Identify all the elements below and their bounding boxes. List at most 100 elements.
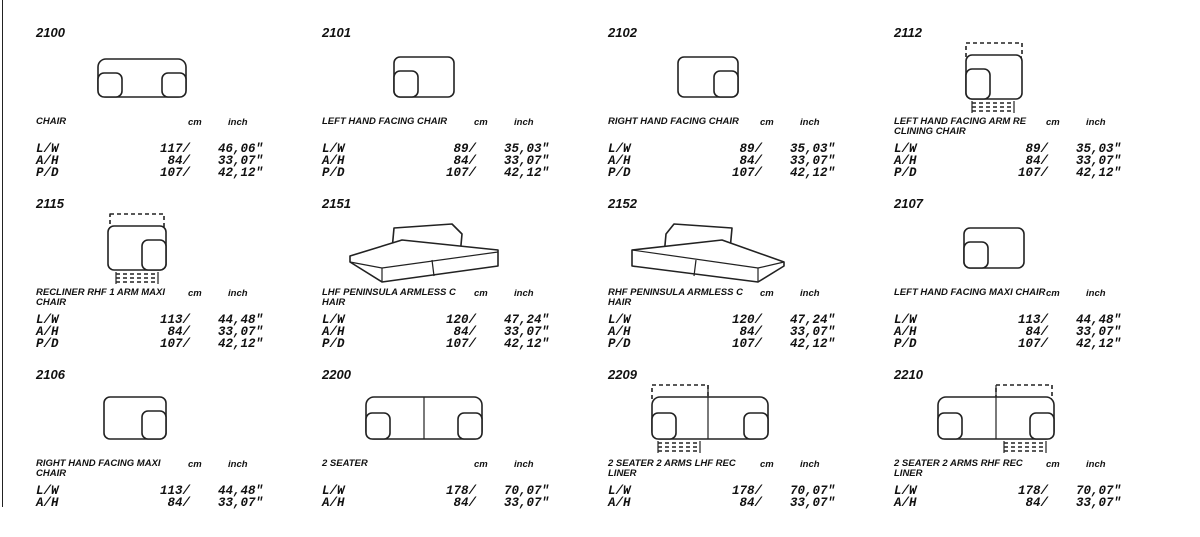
dimension-cm: 84/ — [739, 496, 762, 510]
dimension-inch: 42,12" — [504, 337, 550, 351]
dimension-label: L/W — [322, 484, 345, 498]
product-2209: 2209 2 SEATER 2 ARMS LHF REC LINER cm in… — [608, 367, 894, 537]
unit-cm: cm — [760, 288, 774, 299]
dimension-inch: 42,12" — [218, 166, 264, 180]
dimension-cm: 178/ — [731, 484, 762, 498]
dimension-cm: 120/ — [445, 313, 476, 327]
dimension-cm: 178/ — [1017, 484, 1048, 498]
two-seater-icon — [322, 377, 608, 459]
dimension-inch: 70,07" — [1076, 484, 1122, 498]
dimension-label: A/H — [322, 154, 345, 168]
dimension-label: L/W — [608, 142, 631, 156]
dimension-label: P/D — [36, 337, 59, 351]
dimension-label: L/W — [36, 484, 59, 498]
dimension-label: L/W — [322, 142, 345, 156]
unit-cm: cm — [760, 117, 774, 128]
product-2112: 2112 LEFT HAND FACING ARM RE CLINING CHA… — [894, 25, 1180, 195]
dimension-label: P/D — [608, 166, 631, 180]
recliner-maxi-chair-icon — [36, 206, 322, 288]
product-name: LHF PENINSULA ARMLESS C HAIR — [322, 287, 456, 308]
two-seater-rhf-recliner-icon — [894, 377, 1180, 459]
dimension-cm: 84/ — [167, 325, 190, 339]
dimension-cm: 84/ — [167, 154, 190, 168]
two-seater-lhf-recliner-icon — [608, 377, 894, 459]
dimension-inch: 33,07" — [1076, 154, 1122, 168]
dimension-label: L/W — [36, 142, 59, 156]
dimension-cm: 117/ — [159, 142, 190, 156]
unit-cm: cm — [1046, 288, 1060, 299]
product-code: 2151 — [322, 196, 351, 211]
dimension-label: L/W — [322, 313, 345, 327]
dimension-label: P/D — [894, 166, 917, 180]
unit-cm: cm — [188, 117, 202, 128]
dimension-inch: 33,07" — [504, 496, 550, 510]
unit-inch: inch — [1086, 459, 1106, 470]
dimension-label: A/H — [894, 325, 917, 339]
product-code: 2152 — [608, 196, 637, 211]
dimension-inch: 44,48" — [1076, 313, 1122, 327]
dimension-inch: 33,07" — [790, 496, 836, 510]
product-name: 2 SEATER — [322, 458, 368, 469]
product-code: 2101 — [322, 25, 351, 40]
unit-cm: cm — [1046, 117, 1060, 128]
dimension-label: L/W — [36, 313, 59, 327]
dimension-label: P/D — [322, 337, 345, 351]
dimension-label: P/D — [894, 337, 917, 351]
product-code: 2106 — [36, 367, 65, 382]
dimension-inch: 35,03" — [1076, 142, 1122, 156]
right-hand-facing-chair-icon — [608, 35, 894, 117]
dimension-label: A/H — [36, 325, 59, 339]
unit-cm: cm — [1046, 459, 1060, 470]
dimension-label: L/W — [608, 313, 631, 327]
unit-inch: inch — [228, 117, 248, 128]
product-2107: 2107 LEFT HAND FACING MAXI CHAIR cm inch… — [894, 196, 1180, 366]
product-code: 2102 — [608, 25, 637, 40]
product-code: 2100 — [36, 25, 65, 40]
dimension-cm: 89/ — [453, 142, 476, 156]
product-2151: 2151 LHF PENINSULA ARMLESS C HAIR cm inc… — [322, 196, 608, 366]
dimension-inch: 33,07" — [218, 325, 264, 339]
unit-inch: inch — [800, 117, 820, 128]
dimension-cm: 178/ — [445, 484, 476, 498]
dimension-inch: 47,24" — [790, 313, 836, 327]
unit-cm: cm — [188, 459, 202, 470]
left-hand-facing-chair-icon — [322, 35, 608, 117]
dimension-label: A/H — [322, 325, 345, 339]
product-2102: 2102 RIGHT HAND FACING CHAIR cm inch L/W… — [608, 25, 894, 195]
dimension-cm: 84/ — [739, 325, 762, 339]
dimension-label: P/D — [322, 166, 345, 180]
dimension-cm: 107/ — [1017, 337, 1048, 351]
dimension-cm: 107/ — [159, 166, 190, 180]
left-hand-maxi-chair-icon — [894, 206, 1180, 288]
dimension-inch: 46,06" — [218, 142, 264, 156]
dimension-label: A/H — [608, 154, 631, 168]
dimension-inch: 70,07" — [504, 484, 550, 498]
product-code: 2107 — [894, 196, 923, 211]
dimension-inch: 44,48" — [218, 484, 264, 498]
lhf-peninsula-icon — [322, 206, 608, 288]
dimension-inch: 35,03" — [504, 142, 550, 156]
dimension-label: P/D — [608, 337, 631, 351]
dimension-cm: 84/ — [453, 496, 476, 510]
dimension-label: L/W — [608, 484, 631, 498]
dimension-cm: 113/ — [159, 313, 190, 327]
dimension-cm: 84/ — [1025, 154, 1048, 168]
dimension-label: A/H — [894, 154, 917, 168]
dimension-cm: 89/ — [1025, 142, 1048, 156]
unit-inch: inch — [800, 459, 820, 470]
dimension-cm: 84/ — [167, 496, 190, 510]
product-name: RHF PENINSULA ARMLESS C HAIR — [608, 287, 743, 308]
dimension-cm: 107/ — [1017, 166, 1048, 180]
right-hand-maxi-chair-icon — [36, 377, 322, 459]
product-code: 2200 — [322, 367, 351, 382]
product-2210: 2210 2 SEATER 2 ARMS RHF REC LINER cm in… — [894, 367, 1180, 537]
dimension-inch: 33,07" — [218, 496, 264, 510]
